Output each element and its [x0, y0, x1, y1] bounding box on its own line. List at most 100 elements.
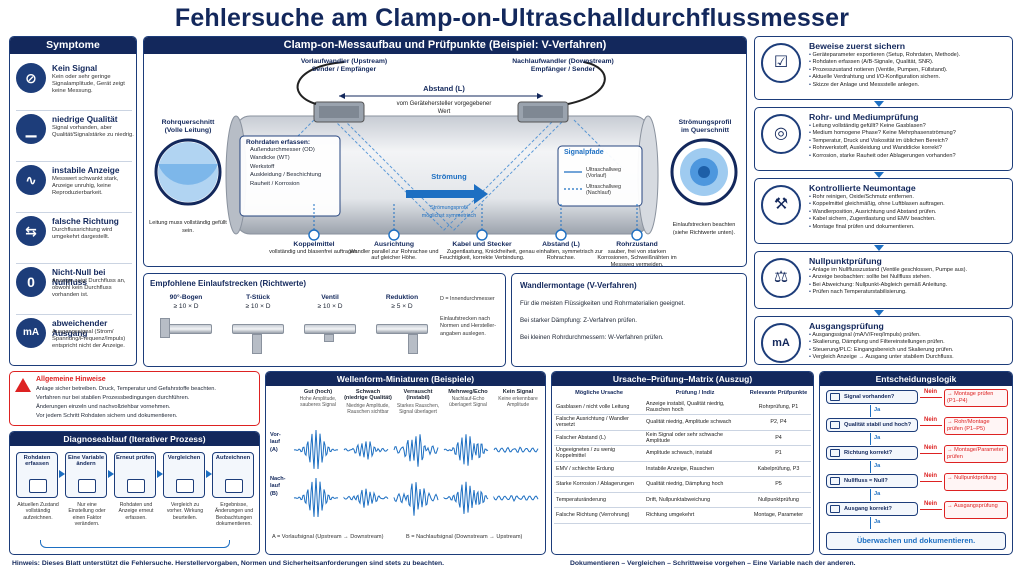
process-step-title: Erneut prüfen: [115, 455, 154, 461]
wave-column-title: Gut (hoch): [303, 389, 333, 395]
low-quality-icon: ▁: [16, 114, 46, 144]
paths-box: [557, 145, 643, 207]
no-action-box: → Rohr/Montage prüfen (P1–P5): [944, 417, 1008, 435]
matrix-panel: Ursache–Prüfung–Matrix (Auszug) Mögliche…: [551, 371, 814, 555]
symptom-title: Kein Signal: [52, 63, 98, 73]
check-item: Prozesszustand notieren (Ventile, Pumpen…: [809, 67, 1009, 74]
symptoms-heading: Symptome: [10, 37, 136, 54]
reverse-arrow-icon: ⇆: [16, 216, 46, 246]
no-label: Nein: [924, 445, 938, 451]
inlet-item-name: Reduktion: [385, 294, 419, 301]
inlet-item: 90°-Bogen≥ 10 × D: [152, 294, 220, 364]
process-arrow-icon: [206, 470, 212, 478]
matrix-cell: Qualität niedrig, Dämpfung hoch: [644, 476, 746, 493]
path-label-b: Ultraschallweg (Nachlauf): [586, 184, 622, 197]
process-step-desc: Nur eine Einstellung oder einen Faktor v…: [68, 502, 106, 528]
pipe-icon: ◎: [761, 114, 801, 154]
vmount-item: Für die meisten Flüssigkeiten und Rohrma…: [520, 300, 686, 307]
process-step-desc: Rohdaten und Anzeige erneut erfassen.: [118, 502, 154, 521]
process-step-title: Vergleichen: [167, 455, 201, 461]
waveform-heading: Wellenform-Miniaturen (Beispiele): [266, 372, 545, 386]
matrix-cell: Richtung umgekehrt: [644, 507, 746, 524]
warning-icon: [15, 378, 31, 392]
matrix-cell: Nullpunktprüfung: [746, 492, 811, 508]
process-arrow-icon: [108, 470, 114, 478]
inlet-item-value: ≥ 5 × D: [391, 303, 413, 310]
divider: [16, 263, 132, 264]
decision-panel: Entscheidungslogik Signal vorhanden?Nein…: [819, 371, 1013, 555]
waveform-trace: [293, 477, 339, 518]
output-ma-icon: mA: [16, 318, 46, 348]
fitting-detail: [160, 318, 170, 338]
clipboard-icon: ☑: [761, 43, 801, 83]
symptom-desc: Kein oder sehr geringe Signalamplitude, …: [52, 74, 125, 95]
wave-column-title: Verrauscht (instabil): [403, 389, 433, 402]
wave-column-header: Schwach (niedrige Qualität)Niedrige Ampl…: [344, 389, 392, 415]
check-title: Nullpunktprüfung: [809, 256, 882, 266]
inlet-note: Einlaufstrecken nach Normen und Herstell…: [440, 316, 497, 337]
footer-motto: Dokumentieren – Vergleichen – Schrittwei…: [570, 560, 856, 567]
upstream-label: Vorlaufwandler (Upstream) Sender / Empfä…: [300, 58, 388, 73]
check-panel: ⚒ Kontrollierte NeumontageRohr reinigen, …: [754, 178, 1013, 244]
cross-section-right: [670, 138, 738, 206]
pipedata-box: [239, 135, 341, 217]
yes-label: Ja: [874, 463, 881, 469]
symptom-title: abweichender Ausgang: [52, 318, 108, 338]
decision-final: Überwachen und dokumentieren.: [826, 532, 1006, 550]
divider: [16, 314, 132, 315]
check-item: Rohr reinigen, Oxide/Schmutz entfernen.: [809, 194, 1009, 201]
pipedata-item: Werkstoff: [250, 163, 275, 170]
cable-upstream: [296, 61, 345, 105]
check-item: Steuerung/PLC: Eingangsbereich und Skali…: [809, 347, 1009, 354]
pipedata-item: Außendurchmesser (OD): [250, 147, 315, 153]
flow-arrow-down-icon: [874, 310, 884, 316]
fitting-detail: [252, 334, 262, 354]
process-step-title: Aufzeichnen: [215, 455, 251, 461]
page-title: Fehlersuche am Clamp-on-Ultraschalldurch…: [174, 4, 850, 32]
decision-question-text: Nullfluss ≈ Null?: [844, 478, 888, 484]
no-action: → Montage prüfen (P1–P4): [947, 391, 994, 404]
pipedata-item: Rauheit / Korrosion: [250, 180, 300, 187]
inlet-item-name: T-Stück: [246, 294, 270, 301]
hint-item: Verfahren nur bei stabilen Prozessbeding…: [36, 395, 190, 401]
pipe-diagram: [154, 61, 738, 241]
check-item: Prüfen nach Temperaturstabilisierung.: [809, 289, 1009, 296]
fitting-detail: [324, 334, 334, 342]
process-arrow-icon: [157, 470, 163, 478]
divider: [16, 212, 132, 213]
flow-note: Strömungsprofil möglichst symmetrisch: [421, 205, 477, 219]
matrix-cell: Gasblasen / nicht volle Leitung: [554, 399, 644, 415]
decision-question: Ausgang korrekt?: [826, 502, 918, 516]
transducer-downstream: [517, 101, 569, 123]
matrix-row: Falscher Abstand (L)Kein Signal oder seh…: [554, 430, 811, 446]
no-label: Nein: [924, 473, 938, 479]
check-item: Koppelmittel gleichmäßig, ohne Luftblase…: [809, 201, 1009, 208]
matrix-cell: P2, P4: [746, 414, 811, 431]
no-arrow: [920, 509, 942, 510]
matrix-cell: Anzeige instabil, Qualität niedrig, Raus…: [644, 399, 746, 415]
cross-section-left-note: Leitung muss vollständig gefüllt sein.: [149, 220, 227, 234]
waveform-trace: [343, 488, 389, 508]
yes-label: Ja: [874, 491, 881, 497]
vmount-panel: Wandlermontage (V-Verfahren) Für die mei…: [511, 273, 747, 367]
process-step: Rohdaten erfassen: [16, 452, 58, 498]
waveform-panel: Wellenform-Miniaturen (Beispiele) Gut (h…: [265, 371, 546, 555]
check-item: Anzeige beobachten: sollte bei Nullfluss…: [809, 274, 1009, 281]
inlet-item-name: 90°-Bogen: [169, 294, 203, 301]
inlet-panel: Empfohlene Einlaufstrecken (Richtwerte) …: [143, 273, 506, 367]
check-item: Bei Abweichung: Nullpunkt-Abgleich gemäß…: [809, 282, 1009, 289]
wave-row-b-label: Nach- lauf (B): [270, 476, 286, 497]
yes-label: Ja: [874, 435, 881, 441]
no-arrow: [920, 425, 942, 426]
wrench-icon: ⚒: [761, 185, 801, 225]
check-title: Kontrollierte Neumontage: [809, 183, 916, 193]
process-step: Eine Variable ändern: [65, 452, 107, 498]
zero-icon: 0: [16, 267, 46, 297]
